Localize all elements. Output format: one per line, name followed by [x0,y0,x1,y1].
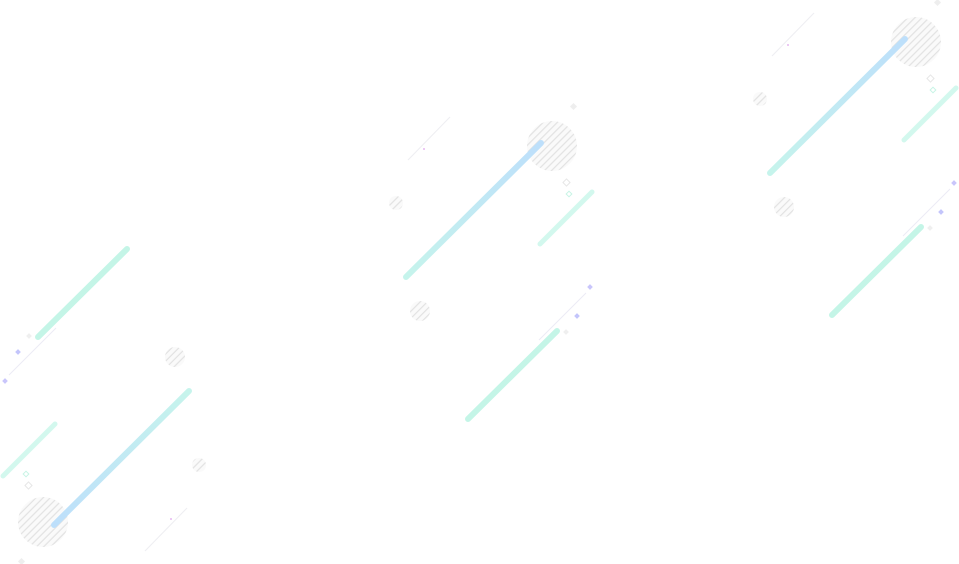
decoration-cluster-center [389,103,593,419]
decoration-cluster-bottom-left [2,249,206,564]
decoration-cluster-top-right [753,0,957,315]
